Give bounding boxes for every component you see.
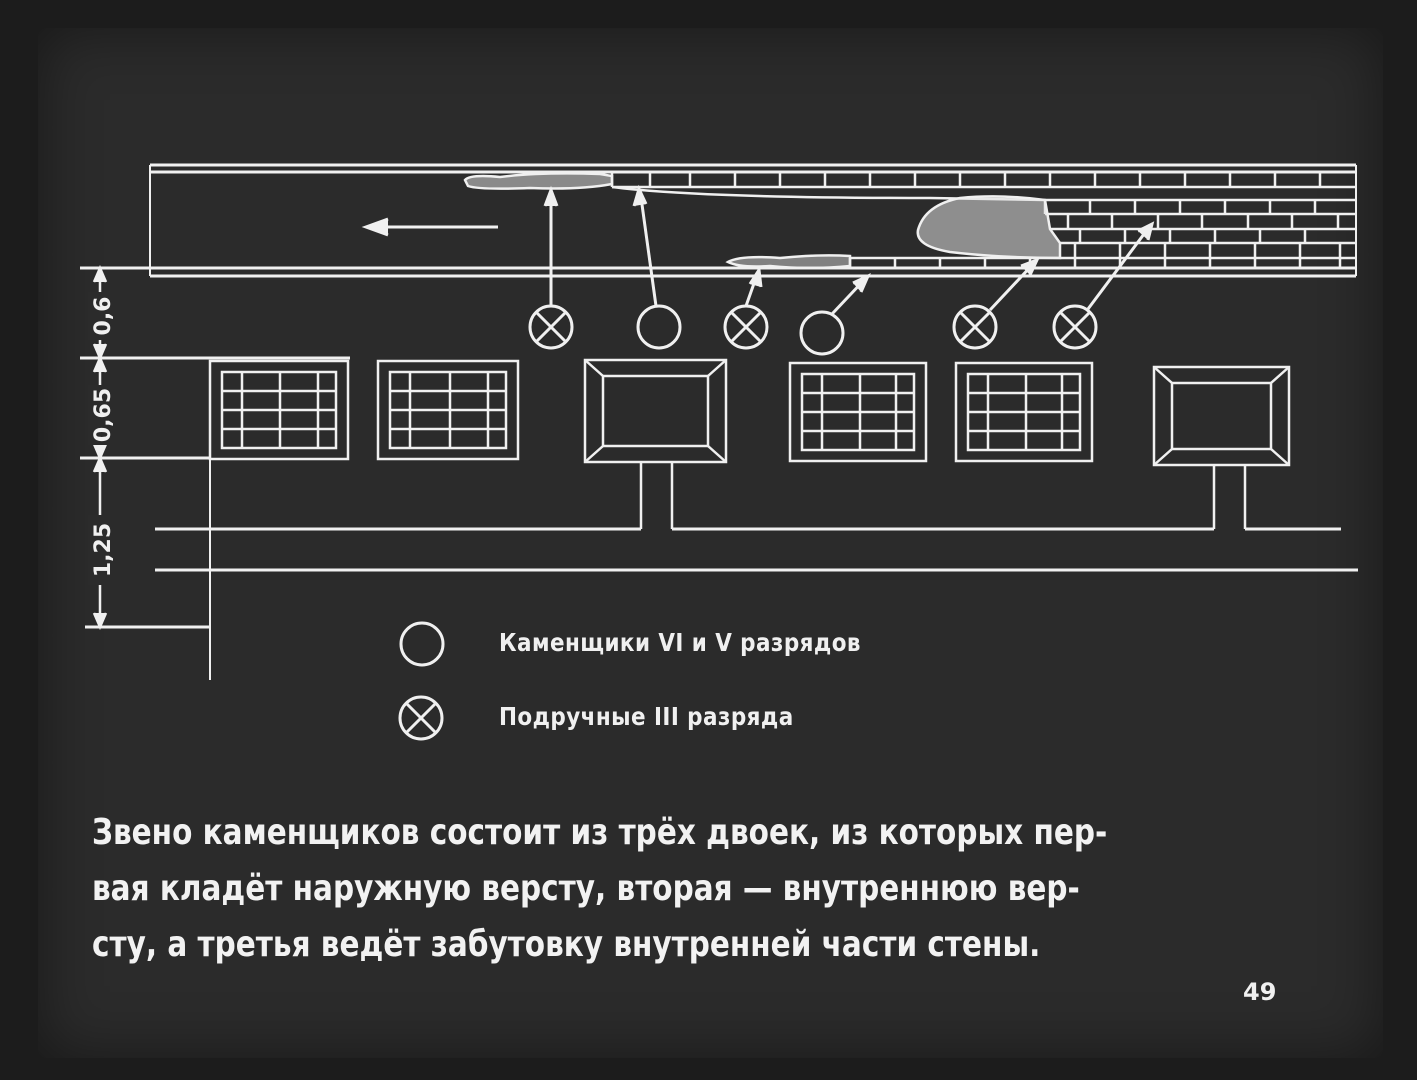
mortar-bed-inner xyxy=(725,254,852,270)
legend-mason-circle-icon xyxy=(399,621,445,667)
caption-line-2: вая кладёт наружную версту, вторая — вну… xyxy=(92,868,1080,909)
caption-line-3: сту, а третья ведёт забутовку внутренней… xyxy=(92,924,1041,965)
legend-label-helpers: Подручные III разряда xyxy=(499,702,794,731)
mortar-bed-outer xyxy=(463,172,614,190)
mortar-box-2 xyxy=(1152,365,1291,529)
caption-line-1: Звено каменщиков состоит из трёх двоек, … xyxy=(92,812,1108,853)
workers xyxy=(528,184,1155,356)
work-direction-arrow-icon xyxy=(361,217,498,237)
dimension-bottom: 1,25 xyxy=(91,523,116,577)
mortar-boxes xyxy=(583,358,1291,529)
dimension-middle: 0,65 xyxy=(91,388,116,442)
brick-pallet-3 xyxy=(788,361,928,463)
caption: Звено каменщиков состоит из трёх двоек, … xyxy=(92,805,1117,973)
wall-plan xyxy=(80,163,1357,278)
legend-helper-crossed-circle-icon xyxy=(398,695,444,741)
rubble-fill xyxy=(916,195,1062,260)
legend-icons xyxy=(398,621,445,741)
brick-pallet-1 xyxy=(208,359,350,461)
mason-1-circle-icon xyxy=(636,304,682,350)
legend-item-helpers: Подручные III разряда xyxy=(395,702,842,731)
dimension-line: 0,6 0,65 1,25 xyxy=(88,264,116,631)
brick-pallet-2 xyxy=(376,359,520,461)
helper-3-crossed-circle-icon xyxy=(952,304,998,350)
dimension-top: 0,6 xyxy=(91,297,116,336)
page-number: 49 xyxy=(1243,978,1277,1006)
mortar-box-1 xyxy=(583,358,728,529)
outer-brick-course xyxy=(610,172,1356,268)
scaffold-lines xyxy=(80,356,1358,680)
brick-pallets xyxy=(208,359,1094,463)
mason-2-circle-icon xyxy=(799,310,845,356)
brick-pallet-4 xyxy=(954,361,1094,463)
legend-label-masons: Каменщики VI и V разрядов xyxy=(499,628,861,657)
helper-4-crossed-circle-icon xyxy=(1052,304,1098,350)
legend-item-masons: Каменщики VI и V разрядов xyxy=(395,628,920,657)
